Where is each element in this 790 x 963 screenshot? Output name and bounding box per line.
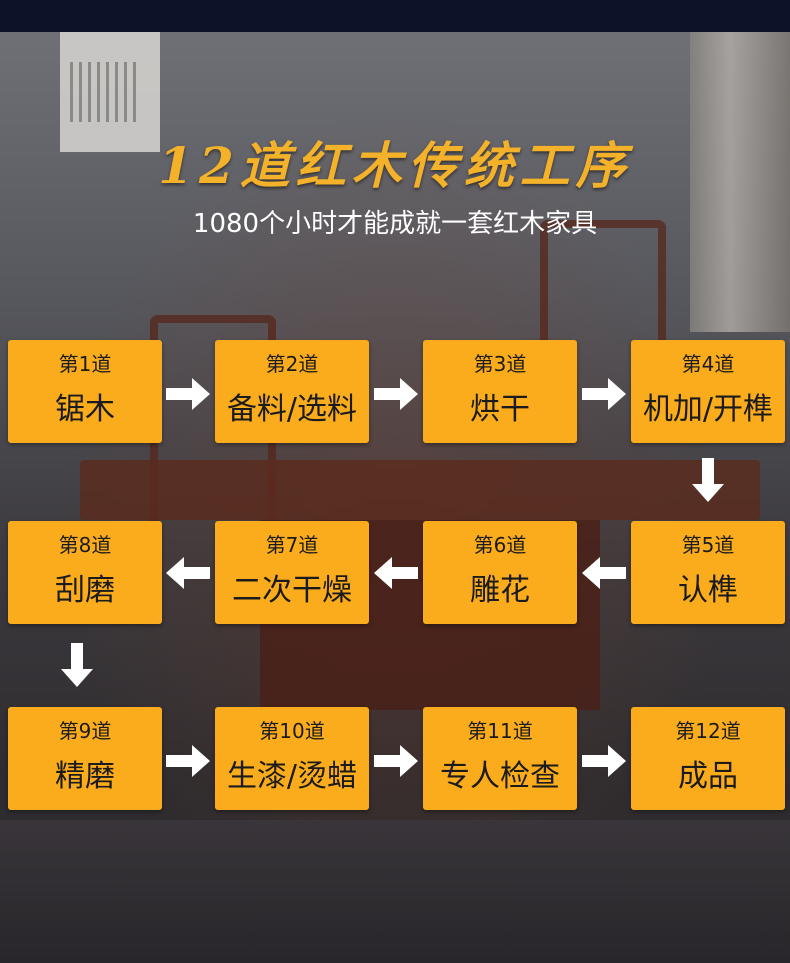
arrow-right-icon: [582, 745, 626, 777]
step-box: 第3道 烘干: [423, 340, 577, 443]
step-box: 第8道 刮磨: [8, 521, 162, 624]
step-box: 第1道 锯木: [8, 340, 162, 443]
step-name: 认榫: [678, 573, 738, 608]
arrow-down-icon: [692, 458, 724, 502]
step-name: 备料/选料: [226, 392, 358, 427]
top-bar: [0, 0, 790, 32]
step-box: 第2道 备料/选料: [215, 340, 369, 443]
step-name: 成品: [678, 759, 738, 794]
shelf: [540, 220, 666, 428]
step-number: 第8道: [58, 533, 112, 557]
step-number: 第5道: [681, 533, 735, 557]
step-box: 第11道 专人检查: [423, 707, 577, 810]
step-number: 第11道: [467, 719, 533, 743]
step-box: 第4道 机加/开榫: [631, 340, 785, 443]
step-name: 生漆/烫蜡: [226, 759, 358, 794]
step-box: 第7道 二次干燥: [215, 521, 369, 624]
step-box: 第9道 精磨: [8, 707, 162, 810]
arrow-right-icon: [374, 378, 418, 410]
step-number: 第9道: [58, 719, 112, 743]
arrow-right-icon: [166, 745, 210, 777]
step-number: 第7道: [265, 533, 319, 557]
step-name: 二次干燥: [232, 573, 352, 608]
curtain: [690, 32, 790, 332]
arrow-right-icon: [374, 745, 418, 777]
step-number: 第6道: [473, 533, 527, 557]
step-box: 第10道 生漆/烫蜡: [215, 707, 369, 810]
arrow-right-icon: [166, 378, 210, 410]
step-number: 第12道: [675, 719, 741, 743]
page-title: 12道红木传统工序: [158, 136, 632, 195]
arrow-down-icon: [61, 643, 93, 687]
wall-calligraphy: [60, 32, 160, 152]
step-box: 第12道 成品: [631, 707, 785, 810]
arrow-left-icon: [582, 557, 626, 589]
arrow-left-icon: [374, 557, 418, 589]
step-name: 锯木: [55, 392, 115, 427]
page-subtitle: 1080个小时才能成就一套红木家具: [192, 209, 598, 239]
floor: [0, 820, 790, 963]
step-name: 精磨: [55, 759, 115, 794]
step-number: 第2道: [265, 352, 319, 376]
tea-table: [80, 460, 760, 520]
step-number: 第3道: [473, 352, 527, 376]
step-name: 烘干: [470, 392, 530, 427]
step-number: 第10道: [259, 719, 325, 743]
step-name: 专人检查: [440, 759, 560, 794]
step-number: 第1道: [58, 352, 112, 376]
step-box: 第6道 雕花: [423, 521, 577, 624]
step-number: 第4道: [681, 352, 735, 376]
step-name: 机加/开榫: [642, 392, 774, 427]
step-name: 雕花: [470, 573, 530, 608]
step-name: 刮磨: [55, 573, 115, 608]
step-box: 第5道 认榫: [631, 521, 785, 624]
arrow-right-icon: [582, 378, 626, 410]
arrow-left-icon: [166, 557, 210, 589]
